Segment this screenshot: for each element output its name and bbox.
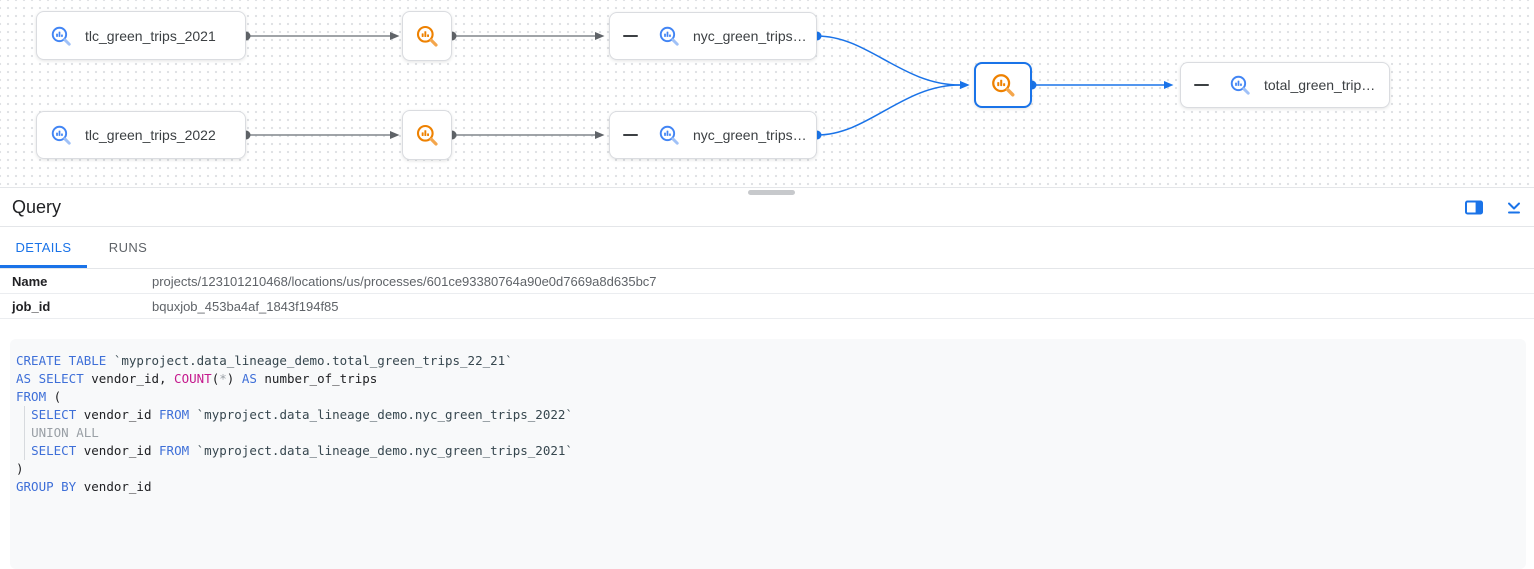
- node-query-process-selected[interactable]: [974, 62, 1032, 108]
- details-table: Name projects/123101210468/locations/us/…: [0, 269, 1534, 319]
- collapse-columns-icon[interactable]: [1194, 84, 1209, 86]
- node-label: nyc_green_trips…: [693, 127, 807, 143]
- panel-header: Query: [0, 188, 1534, 227]
- sql-code-block: CREATE TABLE `myproject.data_lineage_dem…: [10, 339, 1526, 569]
- bigquery-table-icon: [50, 25, 72, 47]
- panel-title: Query: [12, 196, 62, 217]
- detail-value: projects/123101210468/locations/us/proce…: [152, 273, 657, 289]
- node-label: nyc_green_trips…: [693, 28, 807, 44]
- sql-code: CREATE TABLE `myproject.data_lineage_dem…: [16, 353, 573, 494]
- bigquery-table-icon: [50, 124, 72, 146]
- node-tlc-green-trips-2022[interactable]: tlc_green_trips_2022: [36, 111, 246, 159]
- panel-tabs: DETAILS RUNS: [0, 227, 1534, 269]
- node-total-green-trips[interactable]: total_green_trip…: [1180, 62, 1390, 108]
- lineage-canvas[interactable]: tlc_green_trips_2021 nyc_green_trips… tl…: [0, 0, 1534, 188]
- bigquery-table-icon: [658, 25, 680, 47]
- tab-details[interactable]: DETAILS: [0, 227, 87, 268]
- table-row: Name projects/123101210468/locations/us/…: [0, 269, 1534, 294]
- collapse-columns-icon[interactable]: [623, 134, 638, 136]
- collapse-panel-icon[interactable]: [1504, 198, 1524, 217]
- detail-label: Name: [12, 273, 48, 289]
- query-process-icon: [990, 72, 1016, 98]
- detail-label: job_id: [12, 298, 51, 314]
- bigquery-table-icon: [658, 124, 680, 146]
- collapse-columns-icon[interactable]: [623, 35, 638, 37]
- node-label: total_green_trip…: [1264, 77, 1376, 93]
- edge-nyc2021-selected-process: [816, 35, 970, 89]
- side-panel-icon[interactable]: [1463, 198, 1485, 217]
- query-process-icon: [415, 123, 439, 147]
- node-tlc-green-trips-2021[interactable]: tlc_green_trips_2021: [36, 11, 246, 60]
- detail-value: bquxjob_453ba4af_1843f194f85: [152, 298, 339, 314]
- node-query-process-2022[interactable]: [402, 110, 452, 160]
- node-label: tlc_green_trips_2021: [85, 27, 216, 44]
- table-row: job_id bquxjob_453ba4af_1843f194f85: [0, 294, 1534, 319]
- panel-header-actions: [1463, 198, 1526, 217]
- query-process-icon: [415, 24, 439, 48]
- node-nyc-green-trips-2021[interactable]: nyc_green_trips…: [609, 12, 817, 60]
- node-query-process-2021[interactable]: [402, 11, 452, 61]
- node-label: tlc_green_trips_2022: [85, 127, 216, 143]
- tab-runs[interactable]: RUNS: [108, 240, 148, 255]
- edge-nyc2022-selected-process: [816, 81, 970, 136]
- indent-guide: [24, 406, 25, 460]
- query-details-panel: Query DETAILS RUNS Name projects/1231012…: [0, 188, 1534, 569]
- node-nyc-green-trips-2022[interactable]: nyc_green_trips…: [609, 111, 817, 159]
- bigquery-table-icon: [1229, 74, 1251, 96]
- panel-resize-handle[interactable]: [748, 190, 795, 195]
